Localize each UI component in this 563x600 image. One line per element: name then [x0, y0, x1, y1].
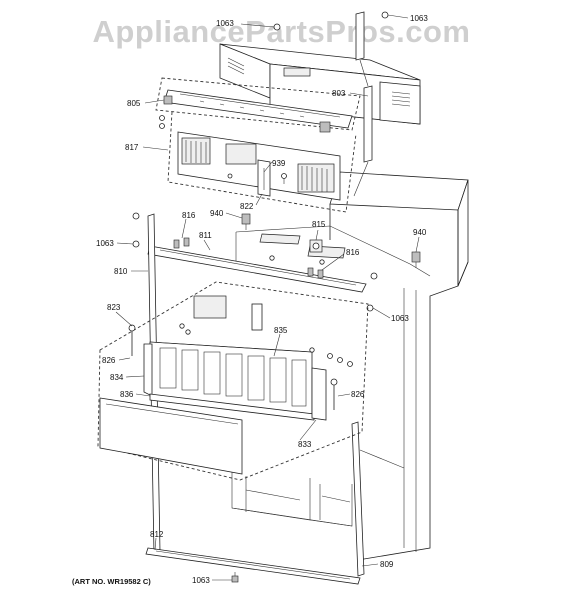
callout-816-left: 816: [182, 211, 196, 220]
dispenser-assembly-823: [97, 281, 369, 481]
callout-1063-top-left: 1063: [216, 19, 234, 28]
bottom-rail-812: [145, 547, 361, 585]
screw-1063-mid-left-icon: [132, 240, 140, 248]
cabinet-body: [231, 171, 469, 561]
callout-833: 833: [298, 440, 312, 449]
callout-816-right: 816: [346, 248, 360, 257]
callout-811: 811: [199, 231, 212, 240]
callout-940-left: 940: [210, 209, 224, 218]
dispenser-frame-assembly: [155, 11, 389, 213]
callout-803: 803: [332, 89, 346, 98]
callout-1063-bottom: 1063: [192, 576, 210, 585]
callout-826-left: 826: [102, 356, 116, 365]
callout-810: 810: [114, 267, 128, 276]
callout-835: 835: [274, 326, 288, 335]
control-housing-803: [219, 11, 421, 197]
callout-823: 823: [107, 303, 121, 312]
grommet-940-left-icon: [241, 213, 251, 230]
callout-822: 822: [240, 202, 254, 211]
screw-1063-top-right-icon: [381, 11, 389, 19]
callout-1063-mid-left: 1063: [96, 239, 114, 248]
callout-805: 805: [127, 99, 141, 108]
lever-826-left-icon: [128, 324, 136, 356]
callout-809: 809: [380, 560, 394, 569]
callout-826-right: 826: [351, 390, 365, 399]
callout-817: 817: [125, 143, 139, 152]
housing-vent-icon: [391, 91, 411, 107]
right-side-rail-809: [351, 421, 365, 577]
support-bar-811: [132, 212, 421, 312]
lever-826-right-icon: [330, 378, 338, 410]
callout-940-right: 940: [413, 228, 427, 237]
leader-lines: [115, 14, 420, 581]
screw-1063-bottom-icon: [231, 572, 239, 583]
callout-1063-top-right: 1063: [410, 14, 428, 23]
callout-939: 939: [272, 159, 286, 168]
callout-815: 815: [312, 220, 326, 229]
callout-836: 836: [120, 390, 134, 399]
right-grille-icon: [297, 163, 335, 193]
callout-812: 812: [150, 530, 164, 539]
left-grille-icon: [181, 137, 211, 165]
screw-939-icon: [281, 173, 287, 184]
callout-labels: 1063 1063 805 803 817 939 822 940 816 81…: [96, 14, 428, 585]
screw-1063-top-left-icon: [273, 23, 281, 31]
callout-834: 834: [110, 373, 124, 382]
panel-835-cells-icon: [159, 347, 307, 407]
housing-vent-left-icon: [227, 57, 245, 75]
art-number-label: (ART NO. WR19582 C): [72, 577, 151, 586]
strip-805-slot-icons: [199, 100, 305, 118]
callout-1063-mid-right: 1063: [391, 314, 409, 323]
